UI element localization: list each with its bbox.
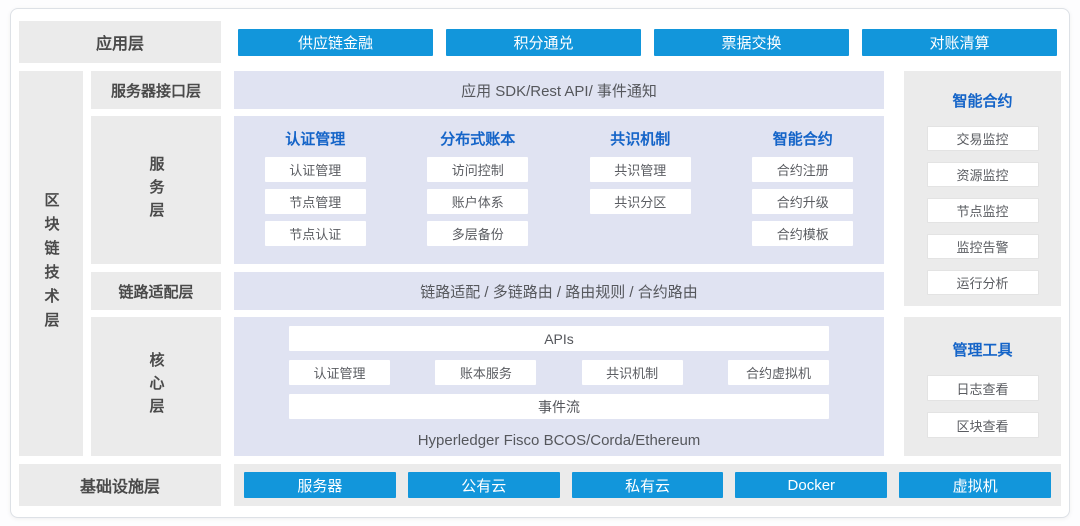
service-item: 共识管理 [589, 157, 691, 182]
link-layer-content: 链路适配 / 多链路由 / 路由规则 / 合约路由 [420, 283, 698, 301]
infra-layer-label: 基础设施层 [79, 479, 160, 496]
side-item: 监控告警 [926, 234, 1039, 259]
infra-block-vm: 虚拟机 [899, 472, 1051, 498]
tech-layer-label-box: 区块链技术层 [19, 71, 83, 456]
link-layer-bar: 链路适配 / 多链路由 / 路由规则 / 合约路由 [234, 272, 884, 310]
monitor-panel-title: 智能合约 [952, 93, 1013, 110]
side-item: 交易监控 [926, 126, 1039, 151]
service-item: 访问控制 [427, 157, 529, 182]
core-apis-bar: APIs [289, 326, 829, 351]
app-block-reconciliation: 对账清算 [862, 29, 1057, 56]
side-item: 区块查看 [926, 412, 1039, 438]
service-group-consensus: 共识机制 共识管理 共识分区 [559, 128, 722, 264]
interface-layer-content: 应用 SDK/Rest API/ 事件通知 [461, 82, 657, 100]
infra-layer-label-box: 基础设施层 [19, 464, 221, 506]
interface-layer-bar: 应用 SDK/Rest API/ 事件通知 [234, 71, 884, 109]
interface-layer-label-box: 服务器接口层 [91, 71, 221, 109]
core-layer-label: 核心层 [147, 352, 165, 421]
service-group-title: 认证管理 [285, 131, 346, 148]
tools-panel-title: 管理工具 [952, 342, 1013, 359]
side-item: 资源监控 [926, 162, 1039, 187]
core-module: 合约虚拟机 [727, 360, 829, 385]
app-layer-label-box: 应用层 [19, 21, 221, 63]
interface-layer-label: 服务器接口层 [110, 82, 201, 100]
core-event-bar: 事件流 [289, 394, 829, 419]
infra-layer-row: 服务器 公有云 私有云 Docker 虚拟机 [234, 464, 1061, 506]
service-group-title: 智能合约 [772, 131, 833, 148]
core-module: 账本服务 [435, 360, 537, 385]
architecture-diagram: 应用层 供应链金融 积分通兑 票据交换 对账清算 区块链技术层 服务器接口层 服… [10, 8, 1070, 518]
core-modules-row: 认证管理 账本服务 共识机制 合约虚拟机 [289, 360, 829, 385]
service-item: 共识分区 [589, 189, 691, 214]
tools-panel: 管理工具 日志查看 区块查看 [904, 317, 1061, 456]
core-layer-panel: APIs 认证管理 账本服务 共识机制 合约虚拟机 事件流 Hyperledge… [234, 317, 884, 456]
service-group-title: 共识机制 [610, 131, 671, 148]
service-item: 节点认证 [264, 221, 366, 246]
service-item: 合约注册 [752, 157, 854, 182]
app-block-supply-chain-finance: 供应链金融 [238, 29, 433, 56]
service-group-auth: 认证管理 认证管理 节点管理 节点认证 [234, 128, 397, 264]
service-layer-panel: 认证管理 认证管理 节点管理 节点认证 分布式账本 访问控制 账户体系 多层备份… [234, 116, 884, 264]
service-layer-label-box: 服务层 [91, 116, 221, 264]
infra-block-server: 服务器 [244, 472, 396, 498]
link-layer-label: 链路适配层 [118, 283, 194, 301]
infra-block-docker: Docker [735, 472, 888, 498]
service-group-title: 分布式账本 [440, 131, 516, 148]
core-module: 认证管理 [289, 360, 390, 385]
side-item: 日志查看 [926, 375, 1039, 401]
service-layer-label: 服务层 [147, 155, 165, 225]
app-layer-label: 应用层 [95, 36, 144, 53]
service-item: 合约升级 [752, 189, 854, 214]
app-block-bill-exchange: 票据交换 [654, 29, 849, 56]
infra-block-private-cloud: 私有云 [571, 472, 724, 498]
tech-layer-label: 区块链技术层 [42, 191, 60, 336]
side-item: 节点监控 [926, 198, 1039, 223]
core-layer-label-box: 核心层 [91, 317, 221, 456]
service-item: 认证管理 [264, 157, 366, 182]
core-platforms-caption: Hyperledger Fisco BCOS/Corda/Ethereum [417, 432, 701, 449]
core-module: 共识机制 [581, 360, 683, 385]
link-layer-label-box: 链路适配层 [91, 272, 221, 310]
service-group-contract: 智能合约 合约注册 合约升级 合约模板 [722, 128, 885, 264]
service-item: 多层备份 [427, 221, 529, 246]
service-item: 账户体系 [427, 189, 529, 214]
service-item: 节点管理 [264, 189, 366, 214]
side-item: 运行分析 [926, 270, 1039, 295]
service-item: 合约模板 [752, 221, 854, 246]
infra-block-public-cloud: 公有云 [407, 472, 560, 498]
monitor-panel: 智能合约 交易监控 资源监控 节点监控 监控告警 运行分析 [904, 71, 1061, 306]
service-group-ledger: 分布式账本 访问控制 账户体系 多层备份 [397, 128, 560, 264]
app-block-points-exchange: 积分通兑 [446, 29, 641, 56]
app-layer-buttons: 供应链金融 积分通兑 票据交换 对账清算 [238, 29, 1057, 56]
